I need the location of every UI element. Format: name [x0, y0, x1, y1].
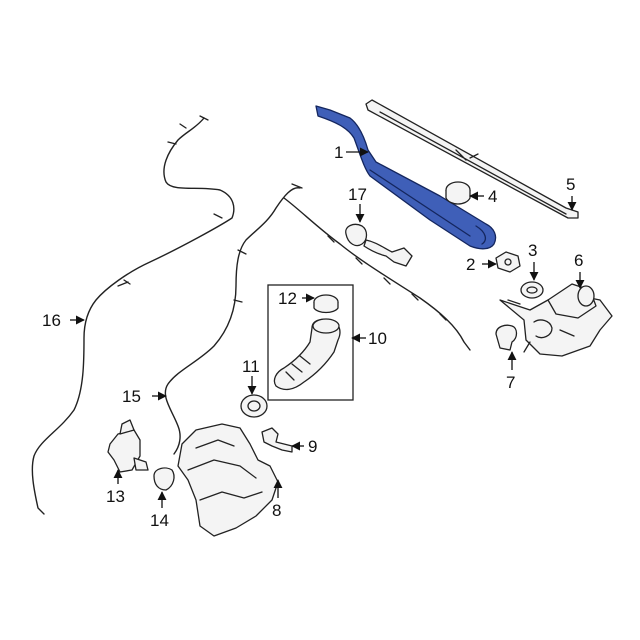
washer-hose-long-clip — [117, 141, 223, 287]
callout-4: 4 — [488, 187, 497, 206]
washer-hose-middle — [164, 187, 301, 455]
washer-hose-long — [31, 117, 235, 515]
callout-2: 2 — [466, 255, 475, 274]
wiper-motor-end — [577, 285, 595, 307]
wiper-motor-details — [507, 299, 575, 353]
washer-reservoir-details — [187, 439, 263, 501]
callout-7: 7 — [506, 373, 515, 392]
filler-neck-ribs — [285, 355, 311, 381]
callout-10: 10 — [368, 329, 387, 348]
callout-8: 8 — [272, 501, 281, 520]
washer-nozzle-hose — [363, 239, 413, 267]
wiper-arm — [315, 105, 497, 250]
callout-3: 3 — [528, 241, 537, 260]
callout-12: 12 — [278, 289, 297, 308]
washer-nozzle — [345, 223, 368, 247]
pump-grommet — [153, 467, 175, 491]
callout-15: 15 — [122, 387, 141, 406]
grommet-hole — [247, 400, 261, 412]
washer-hose-middle-clip — [233, 183, 303, 303]
wiper-blade — [365, 99, 579, 219]
wiper-arm-edge — [369, 169, 487, 245]
pivot-nut-hole — [504, 258, 512, 266]
washer-hose-right-clips — [327, 235, 447, 321]
callout-17: 17 — [348, 185, 367, 204]
pivot-washer-hole — [526, 286, 538, 294]
callout-6: 6 — [574, 251, 583, 270]
pivot-nut — [495, 251, 521, 273]
motor-nut — [495, 324, 518, 351]
pivot-washer — [520, 281, 544, 299]
washer-pump-outlet — [119, 419, 149, 471]
washer-hose-right — [283, 197, 471, 351]
washer-pump — [107, 429, 141, 473]
washer-hose-long-end — [179, 115, 209, 129]
callout-13: 13 — [106, 487, 125, 506]
callout-9: 9 — [308, 437, 317, 456]
filler-cap-side — [313, 302, 339, 314]
callout-14: 14 — [150, 511, 169, 530]
wiper-blade-spine — [379, 111, 567, 215]
callout-leaders — [70, 147, 585, 508]
callout-1: 1 — [334, 143, 343, 162]
callout-16: 16 — [42, 311, 61, 330]
reservoir-bolt — [261, 427, 293, 453]
pivot-cap-body — [445, 190, 471, 205]
callout-5: 5 — [566, 175, 575, 194]
callout-11: 11 — [242, 357, 260, 376]
washer-reservoir — [177, 423, 279, 537]
filler-neck-mouth — [312, 318, 340, 334]
grommet — [240, 394, 268, 418]
